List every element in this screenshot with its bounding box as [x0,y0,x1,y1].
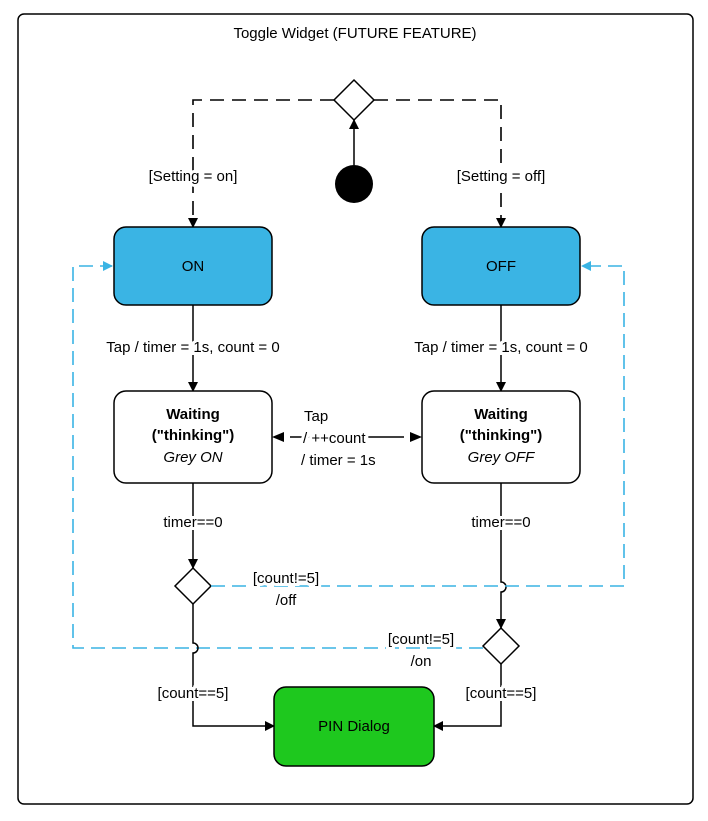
label-count-eq-left: [count==5] [158,685,229,702]
waiting-on-title-1: Waiting [166,406,220,423]
waiting-off-title-2: ("thinking") [460,427,543,444]
initial-node [335,165,373,203]
edge-setting-on [188,99,334,228]
label-count-off-1: [count!=5] [253,570,319,587]
edge-setting-off [374,99,506,228]
label-count-eq-right: [count==5] [466,685,537,702]
diagram-frame [17,13,694,805]
label-timer-left: timer==0 [163,514,222,531]
label-tap-mid-2: / ++count [303,430,366,447]
arrowhead-to-waiting-off [410,432,422,442]
label-tap-mid-3: / timer = 1s [301,452,376,469]
state-off-label: OFF [486,258,516,275]
waiting-off-sub: Grey OFF [468,449,536,466]
waiting-on-title-2: ("thinking") [152,427,235,444]
label-setting-off: [Setting = off] [457,168,546,185]
label-count-on-2: /on [411,653,432,670]
waiting-off-title-1: Waiting [474,406,528,423]
label-tap-left: Tap / timer = 1s, count = 0 [106,339,279,356]
label-tap-right: Tap / timer = 1s, count = 0 [414,339,587,356]
label-count-off-2: /off [276,592,297,609]
state-pin-dialog [273,686,435,767]
state-pin-label: PIN Dialog [318,718,390,735]
label-tap-mid-1: Tap [304,408,328,425]
edge-count-not5-on [72,261,483,649]
edge-count5-left [192,604,275,731]
diagram-title: Toggle Widget (FUTURE FEATURE) [233,25,476,42]
arrowhead-to-waiting-on [272,432,284,442]
waiting-on-sub: Grey ON [163,449,222,466]
edge-waiting-off-to-choice [496,483,507,629]
edge-count5-right [433,664,502,731]
top-choice-diamond [332,78,376,122]
label-timer-right: timer==0 [471,514,530,531]
label-count-on-1: [count!=5] [388,631,454,648]
edge-count-not5-off [211,261,625,587]
label-setting-on: [Setting = on] [149,168,238,185]
state-on-label: ON [182,258,205,275]
